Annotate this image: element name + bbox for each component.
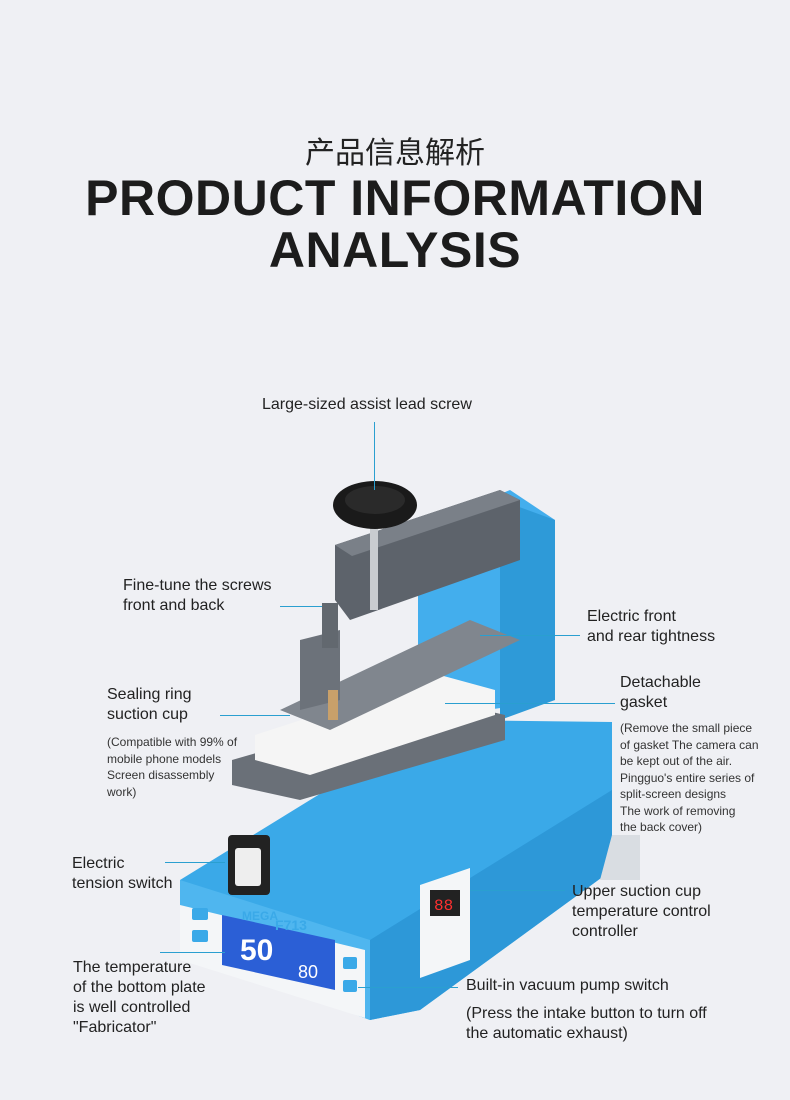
upper-controller — [420, 868, 470, 978]
callout-line — [165, 862, 225, 863]
lcd-main-temp: 50 — [240, 934, 273, 967]
note-sealing-ring: (Compatible with 99% of mobile phone mod… — [107, 735, 238, 799]
up-button — [192, 908, 208, 920]
vacuum-power-button — [343, 980, 357, 992]
callout-line — [160, 952, 225, 953]
label-gasket: Detachable gasket — [620, 674, 701, 711]
label-bottom-plate: The temperature of the bottom plate is w… — [73, 959, 206, 1036]
label-sealing-ring: Sealing ring suction cup — [107, 686, 192, 723]
lcd-set-temp: 80 — [298, 962, 318, 982]
title-line-1: PRODUCT INFORMATION — [85, 170, 705, 226]
home-button — [343, 957, 357, 969]
label-lead-screw: Large-sized assist lead screw — [262, 396, 472, 413]
label-fine-tune: Fine-tune the screws front and back — [123, 577, 272, 614]
callout-line — [480, 635, 580, 636]
label-electric-tightness: Electric front and rear tightness — [587, 608, 716, 645]
label-tension-switch: Electric tension switch — [72, 855, 173, 892]
top-arm — [335, 490, 520, 620]
brand-logo: MEGA — [242, 909, 278, 923]
lead-screw — [370, 520, 378, 610]
callout-line — [445, 703, 615, 704]
callout-line — [374, 422, 375, 490]
title-line-2: ANALYSIS — [268, 222, 522, 278]
fine-tune-screw — [322, 603, 338, 648]
callout-line — [358, 987, 458, 988]
title-chinese: 产品信息解析 — [305, 136, 485, 171]
note-vacuum-switch: (Press the intake button to turn off the… — [466, 1005, 707, 1042]
callout-line — [220, 715, 290, 716]
lcd-screen — [222, 915, 335, 990]
upper-plate — [280, 620, 520, 730]
callout-line — [470, 890, 565, 891]
note-gasket: (Remove the small piece of gasket The ca… — [620, 721, 759, 834]
label-vacuum-switch: Built-in vacuum pump switch — [466, 977, 669, 994]
callout-line — [280, 606, 322, 607]
model-label: F713 — [275, 917, 307, 933]
down-button — [192, 930, 208, 942]
upper-display: 88 — [434, 897, 453, 915]
page-title: PRODUCT INFORMATION ANALYSIS — [0, 172, 790, 276]
label-upper-controller: Upper suction cup temperature control co… — [572, 883, 711, 940]
suction-cup — [255, 675, 495, 775]
